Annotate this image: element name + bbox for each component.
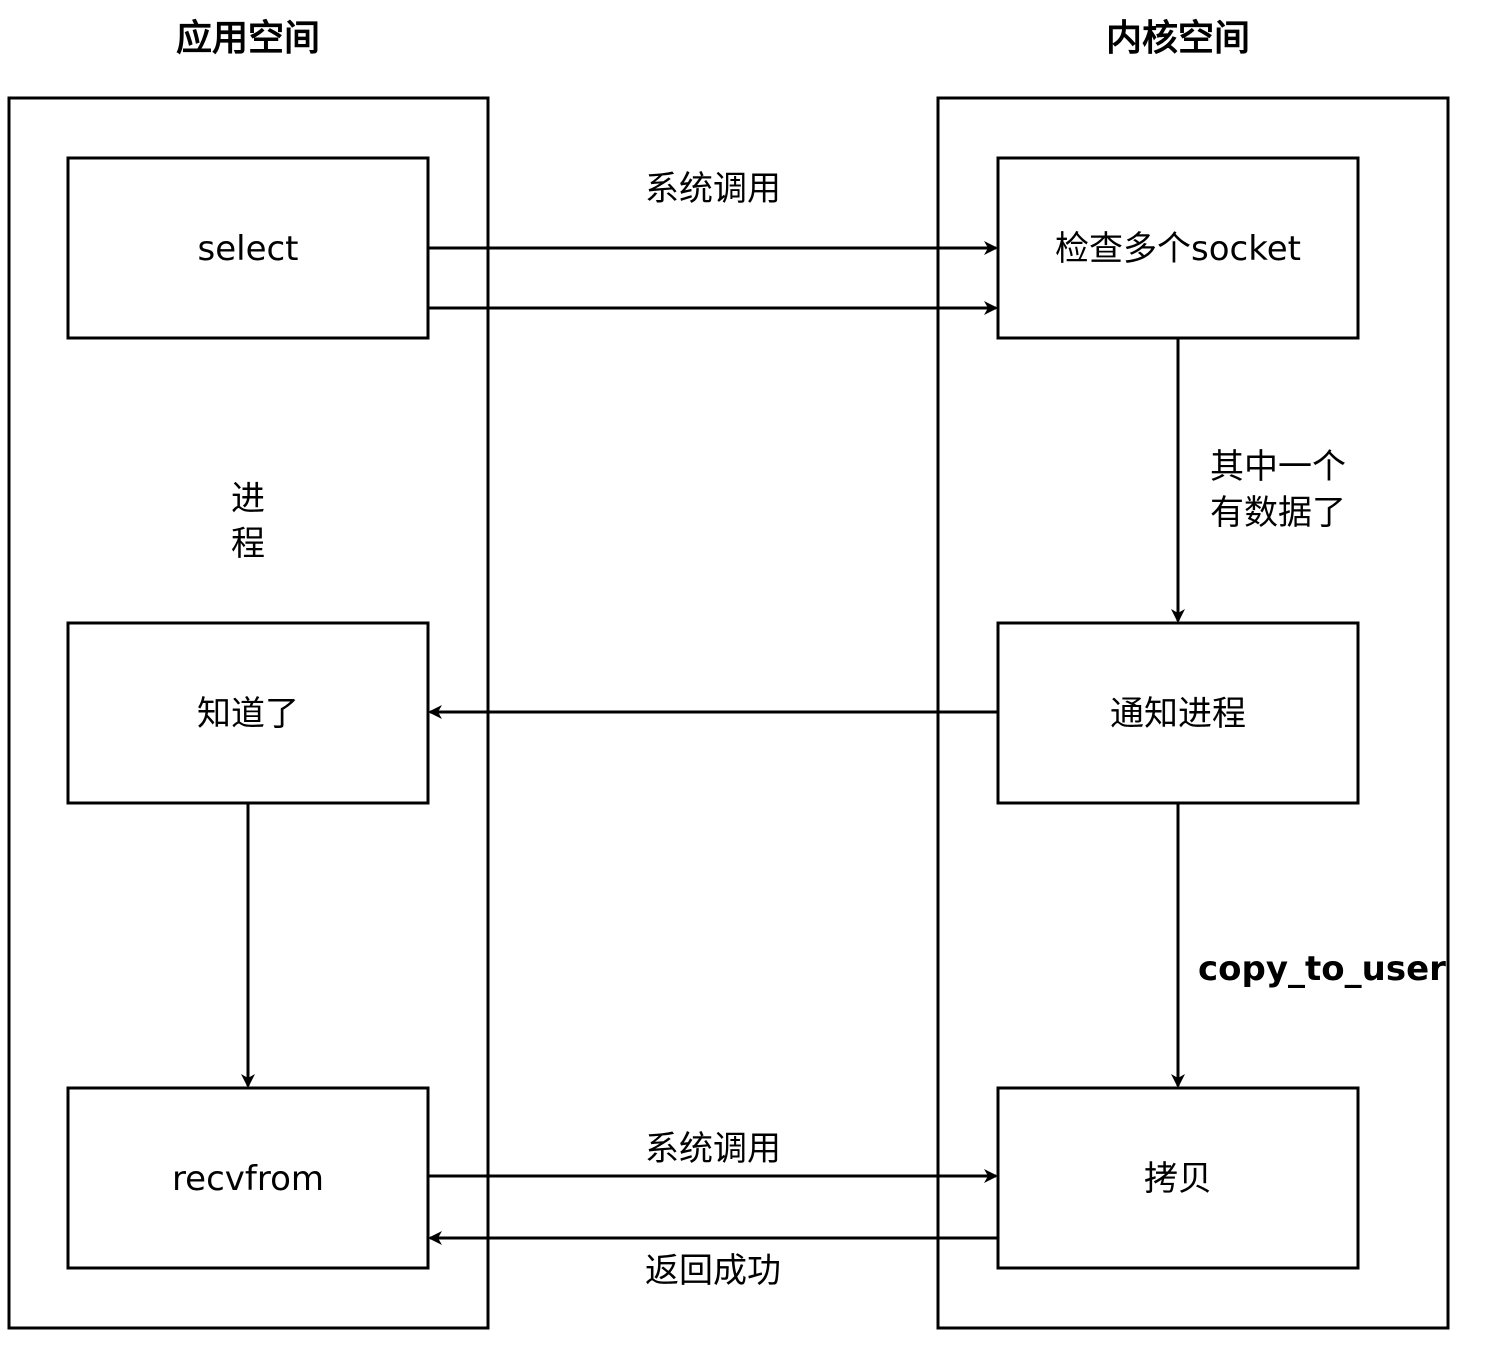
- node-know: 知道了: [66, 621, 430, 805]
- process-label-line2: 程: [231, 524, 265, 564]
- node-notify-process: 通知进程: [996, 621, 1360, 805]
- kernel-space-title: 内核空间: [1106, 18, 1250, 59]
- app-space-title: 应用空间: [176, 18, 320, 59]
- node-select: select: [66, 156, 430, 340]
- edge-one-has-data-line1: 其中一个: [1210, 447, 1346, 487]
- node-copy-label: 拷贝: [1144, 1159, 1212, 1199]
- node-know-label: 知道了: [197, 694, 299, 734]
- node-check-sockets-label: 检查多个socket: [1055, 229, 1301, 269]
- node-select-label: select: [197, 229, 298, 269]
- edge-copy-to-user-label: copy_to_user: [1198, 949, 1446, 989]
- process-label-line1: 进: [231, 479, 265, 519]
- edge-return-success-label: 返回成功: [645, 1251, 781, 1291]
- edge-syscall-bottom-label: 系统调用: [645, 1129, 781, 1169]
- process-label: 进 程: [231, 479, 265, 564]
- node-copy: 拷贝: [996, 1086, 1360, 1270]
- edge-one-has-data-line2: 有数据了: [1210, 493, 1346, 533]
- node-recvfrom-label: recvfrom: [172, 1159, 324, 1199]
- node-check-sockets: 检查多个socket: [996, 156, 1360, 340]
- node-recvfrom: recvfrom: [66, 1086, 430, 1270]
- edge-syscall-top-label: 系统调用: [645, 169, 781, 209]
- node-notify-process-label: 通知进程: [1110, 694, 1246, 734]
